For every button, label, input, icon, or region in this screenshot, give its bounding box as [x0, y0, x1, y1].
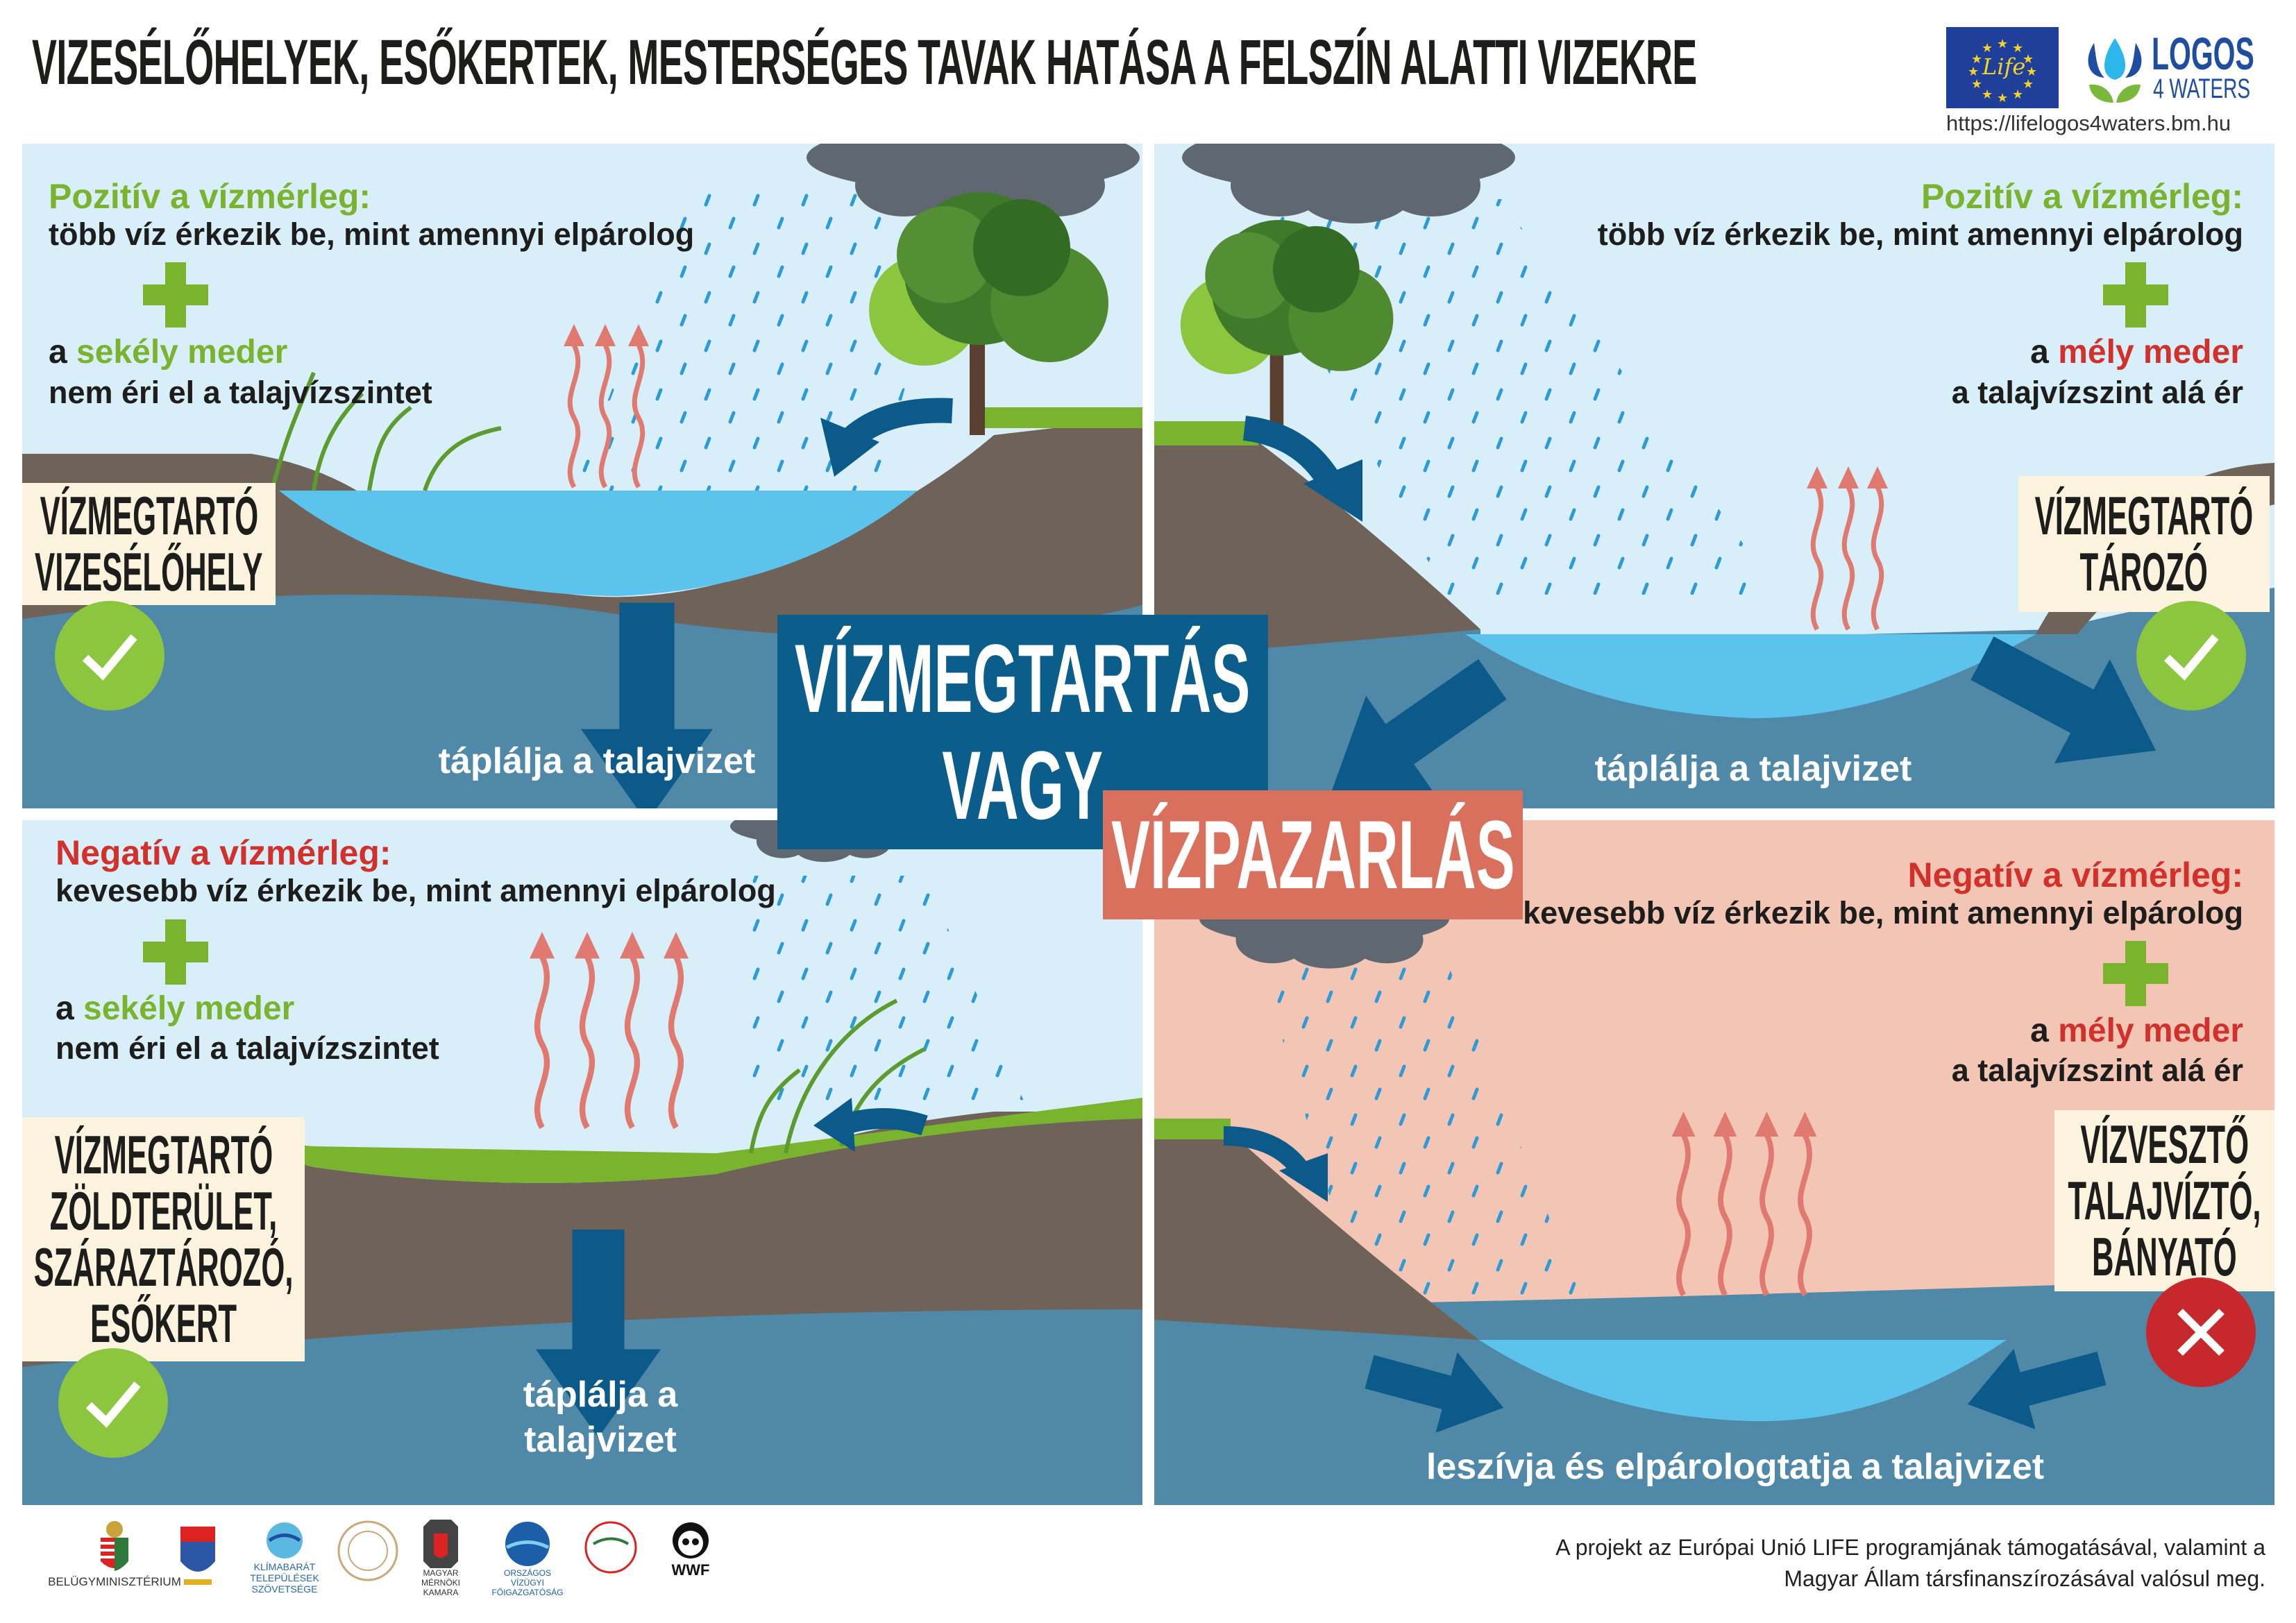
- svg-text:★: ★: [2012, 87, 2023, 101]
- logo-ludovika: [333, 1520, 403, 1582]
- logo-puspokszilagy: [576, 1520, 645, 1575]
- tr-caption: táplálja a talajvizet: [1594, 749, 1912, 789]
- svg-text:★: ★: [1968, 65, 1979, 78]
- life-eu-logo: ★★★★★★★★★★★★ Life: [1946, 27, 2059, 108]
- page-title: VIZESÉLŐHELYEK, ESŐKERTEK, MESTERSÉGES T…: [32, 27, 1697, 98]
- logo-coat-of-arms: [167, 1520, 229, 1589]
- plus-icon: [2103, 262, 2168, 328]
- br-line2: a talajvízszint alá ér: [1951, 1053, 2243, 1088]
- tl-caption: táplálja a talajvizet: [438, 741, 756, 781]
- rain: [543, 185, 959, 574]
- panel-quarry-lake: [1154, 820, 2274, 1505]
- waste-title-box: VÍZPAZARLÁS: [1103, 790, 1523, 919]
- svg-text:★: ★: [1982, 87, 1993, 101]
- quarry-lake-scene: [1154, 820, 2274, 1505]
- svg-text:★: ★: [2026, 65, 2037, 78]
- eu-stars-icon: ★★★★★★★★★★★★: [1968, 37, 2037, 105]
- svg-text:★: ★: [2023, 52, 2034, 66]
- logo-klimabarat: KLÍMABARÁT TELEPÜLÉSEK SZÖVETSÉGE: [239, 1520, 330, 1595]
- pond-water: [279, 491, 918, 596]
- logos-wordmark: LOGOS: [2152, 28, 2254, 79]
- check-icon: [58, 1348, 168, 1458]
- runoff-arrow: [1303, 459, 1362, 522]
- svg-text:★: ★: [2012, 41, 2023, 55]
- tr-bed: a mély meder: [2030, 334, 2243, 371]
- plus-icon: [143, 919, 208, 985]
- logos-subtitle: 4 WATERS: [2153, 74, 2251, 104]
- cross-icon: [2146, 1277, 2256, 1387]
- bl-heading: Negatív a vízmérleg:: [56, 833, 391, 872]
- rain: [751, 876, 1029, 1112]
- tr-heading: Pozitív a vízmérleg:: [1921, 177, 2243, 216]
- tr-line2: a talajvízszint alá ér: [1951, 375, 2243, 410]
- tr-line1: több víz érkezik be, mint amennyi elpáro…: [1597, 216, 2243, 252]
- plus-icon: [2103, 941, 2168, 1006]
- logo-belugyminiszterium: BELÜGYMINISZTÉRIUM: [48, 1520, 181, 1589]
- svg-text:★: ★: [2023, 77, 2034, 91]
- ground-left: [1154, 1128, 1479, 1340]
- svg-text:★: ★: [1997, 37, 2008, 51]
- svg-text:★: ★: [1971, 77, 1982, 91]
- bl-line2: nem éri el a talajvízszintet: [56, 1030, 439, 1066]
- ground: [22, 418, 1142, 637]
- reservoir-water: [1465, 634, 2036, 719]
- logo-mernoki-kamara: MAGYAR MÉRNÖKI KAMARA: [416, 1520, 465, 1597]
- tl-line1: több víz érkezik be, mint amennyi elpáro…: [49, 216, 695, 252]
- plus-icon: [143, 262, 208, 328]
- svg-text:★: ★: [1982, 41, 1993, 55]
- runoff-arrow: [1279, 1153, 1328, 1202]
- logos-drop-icon: [2084, 35, 2146, 104]
- tl-bed: a sekély meder: [49, 334, 288, 371]
- br-bed: a mély meder: [2030, 1012, 2243, 1049]
- br-line1: kevesebb víz érkezik be, mint amennyi el…: [1523, 895, 2243, 931]
- logo-wwf: WWF: [663, 1520, 718, 1579]
- svg-text:★: ★: [1971, 52, 1982, 66]
- svg-text:★: ★: [1997, 91, 2008, 105]
- lake-water: [1479, 1340, 2007, 1422]
- logo-ovf: ORSZÁGOS VÍZÜGYI FŐIGAZGATÓSÁG: [489, 1520, 566, 1597]
- ground-left: [1154, 435, 1480, 671]
- tl-heading: Pozitív a vízmérleg:: [49, 177, 371, 216]
- br-heading: Negatív a vízmérleg:: [1907, 856, 2243, 894]
- tl-line2: nem éri el a talajvízszintet: [49, 375, 432, 410]
- bl-line1: kevesebb víz érkezik be, mint amennyi el…: [56, 873, 776, 908]
- runoff-arrow: [820, 418, 879, 477]
- check-icon: [55, 601, 164, 711]
- br-caption: leszívja és elpárologtatja a talajvizet: [1426, 1447, 2045, 1487]
- funding-note: A projekt az Európai Unió LIFE programjá…: [1555, 1535, 2265, 1591]
- check-icon: [2136, 601, 2246, 711]
- runoff-arrow: [813, 1098, 855, 1152]
- website-link[interactable]: https://lifelogos4waters.bm.hu: [1946, 111, 2231, 135]
- rain: [1258, 959, 1585, 1306]
- bl-bed: a sekély meder: [56, 990, 295, 1027]
